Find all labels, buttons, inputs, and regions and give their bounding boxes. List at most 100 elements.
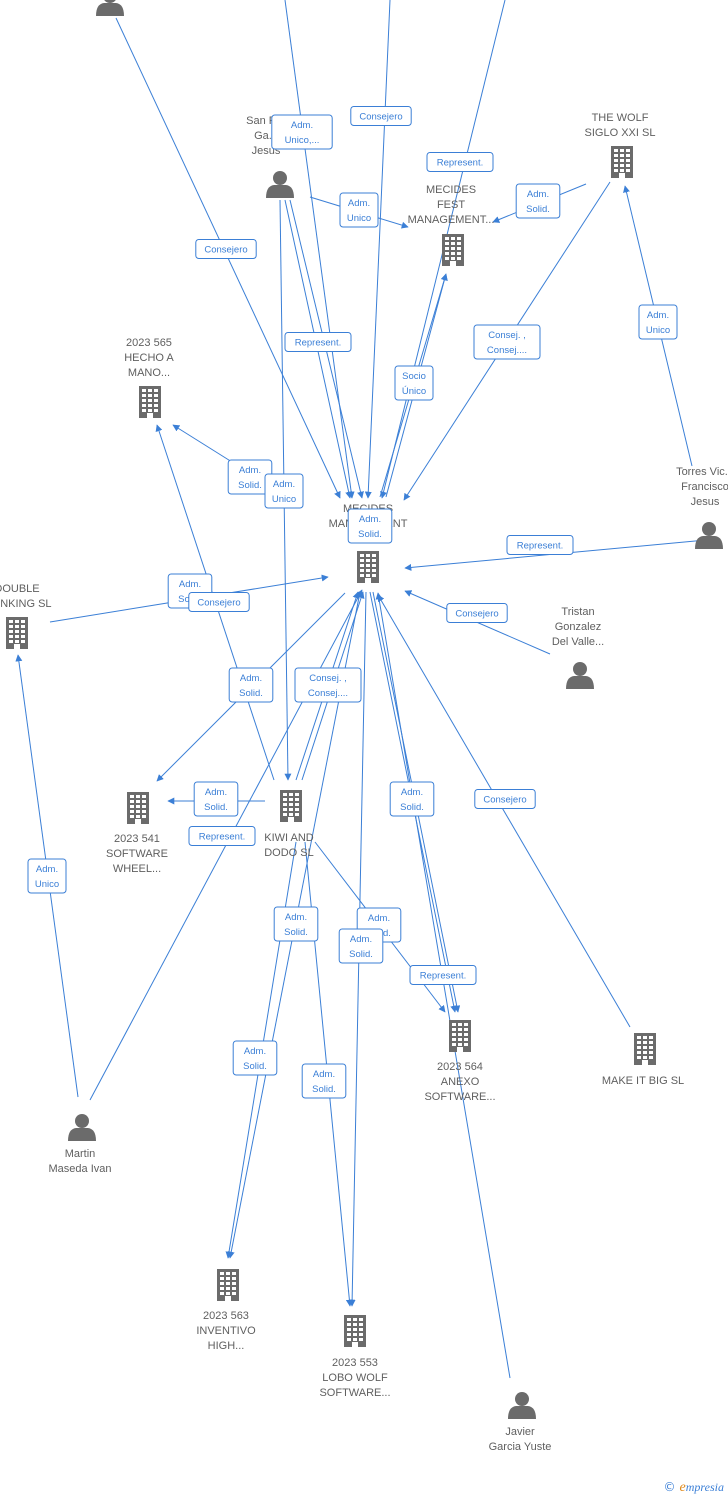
edge-label-text: Adm. [244,1046,266,1057]
building-window [347,1328,351,1331]
node-label-line: HECHO A [124,352,174,364]
building-window [142,805,146,808]
building-window [148,399,152,402]
edge-label-e1[interactable]: Consejero [195,239,257,259]
building-window [289,793,293,796]
edge-label-e29[interactable]: Adm.Solid. [232,1040,278,1076]
building-window [136,805,140,808]
company-node-make_it_big[interactable]: MAKE IT BIG SL [602,1033,684,1087]
building-window [21,635,25,638]
company-node-anexo_software[interactable]: 2023 564ANEXOSOFTWARE... [424,1020,496,1103]
edge-label-e17[interactable]: Consejero [188,592,250,612]
edge-label-e22[interactable]: Adm.Solid. [389,781,435,817]
building-window [289,798,293,801]
edge-label-text: Unico [35,879,59,890]
edge-label-text: Unico [272,494,296,505]
edge-label-e12[interactable]: Adm.Unico [264,473,304,509]
building-window [464,1023,468,1026]
building-window [372,564,376,567]
person-node-top_person[interactable] [96,0,124,16]
building-window [136,815,140,818]
edge-label-e30[interactable]: Adm.Solid. [301,1063,347,1099]
building-window [614,164,618,167]
edge-label-text: Consejero [359,112,402,123]
building-icon [344,1315,366,1347]
company-node-double_thinking[interactable]: DOUBLETHINKING SL [0,583,52,649]
relation-edge [375,592,511,1379]
edge-label-text: Consejero [197,598,240,609]
building-window [620,169,624,172]
company-node-mecides_fest[interactable]: MECIDESFESTMANAGEMENT... [408,184,495,266]
edge-label-e18[interactable]: Adm.Solid. [228,667,274,703]
edge-label-text: Adm. [359,514,381,525]
edge-label-e3[interactable]: Represent. [426,152,494,172]
building-window [445,252,449,255]
edge-label-e14[interactable]: Represent. [506,535,574,555]
building-window [637,1056,641,1059]
edge-label-box [195,239,257,259]
building-window [366,554,370,557]
building-window [452,1033,456,1036]
edge-label-e15[interactable]: Consejero [446,603,508,623]
building-window [142,800,146,803]
building-window [21,640,25,643]
edge-label-box [271,114,333,150]
building-window [9,620,13,623]
building-window [626,159,630,162]
edge-label-e4[interactable]: Adm.Solid. [515,183,561,219]
building-window [353,1318,357,1321]
node-label-line: MAKE IT BIG SL [602,1075,684,1087]
building-window [154,394,158,397]
edge-label-e23[interactable]: Consejero [474,789,536,809]
node-label-line: FEST [437,199,465,211]
relation-edge [172,424,233,463]
building-window [452,1023,456,1026]
edge-label-e19[interactable]: Consej. ,Consej.... [294,667,362,703]
building-window [637,1036,641,1039]
relation-edge [284,0,355,499]
edge-label-e5[interactable]: Adm.Unico [339,192,379,228]
building-window [643,1056,647,1059]
edge-label-e2[interactable]: Adm.Unico,... [271,114,333,150]
edge-label-text: Adm. [239,465,261,476]
node-label-line: Martin [65,1148,96,1160]
edge-label-e28[interactable]: Represent. [409,965,477,985]
edge-label-box [228,667,274,703]
building-window [359,1338,363,1341]
edge-label-box [350,106,412,126]
edge-label-box [339,192,379,228]
building-window [452,1038,456,1041]
edge-label-e9[interactable]: Consej. ,Consej.... [473,324,541,360]
node-label-line: SOFTWARE [106,848,168,860]
edge-label-e7[interactable]: Represent. [284,332,352,352]
building-window [130,800,134,803]
company-node-inventivo_high[interactable]: 2023 563INVENTIVOHIGH... [196,1269,256,1352]
building-window [359,1328,363,1331]
edge-label-e20[interactable]: Adm.Solid. [193,781,239,817]
edge-label-e13[interactable]: Adm.Solid. [347,508,393,544]
edge-label-e27[interactable]: Adm.Solid. [338,928,384,964]
edge-label-e10[interactable]: Adm.Unico [638,304,678,340]
edge-label-e6[interactable]: Consejero [350,106,412,126]
building-window [136,800,140,803]
edge-label-e21[interactable]: Represent. [188,826,256,846]
edge-label-e24[interactable]: Adm.Unico [27,858,67,894]
building-window [220,1287,224,1290]
building-window [366,564,370,567]
node-label-line: MECIDES [426,184,476,196]
company-node-software_wheel[interactable]: 2023 541SOFTWAREWHEEL... [106,792,168,875]
edge-label-text: Represent. [437,158,483,169]
building-window [232,1272,236,1275]
edge-label-e25[interactable]: Adm.Solid. [273,906,319,942]
empresia-brand[interactable]: ©empresia [664,1480,724,1496]
building-window [9,625,13,628]
